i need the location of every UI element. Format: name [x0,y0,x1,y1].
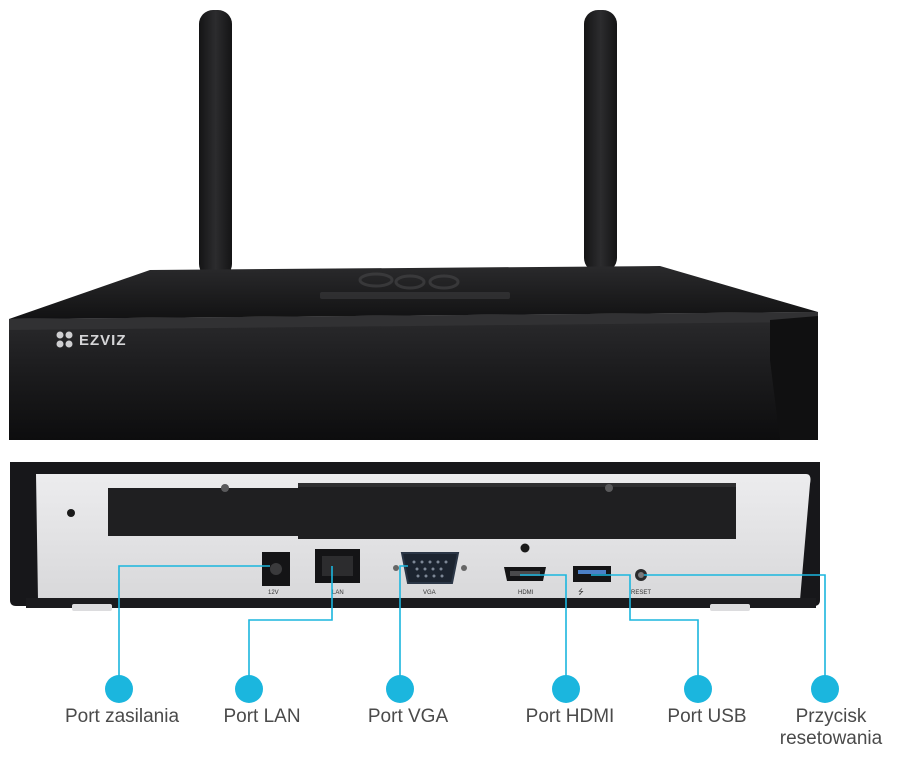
callout-label-usb: Port USB [667,706,747,727]
callout-line-power [118,565,270,686]
callout-label-power: Port zasilania [64,706,180,727]
callout-dot-reset [811,675,839,703]
hdmi-port: HDMI [504,567,546,596]
power-port-mark: 12V [268,590,279,596]
usb-icon: ⭍ [578,588,584,596]
callout-line-reset [644,574,826,686]
vga-port-mark: VGA [423,590,436,596]
nvr-back-view [10,462,820,611]
callout-dot-lan [235,675,263,703]
reset-button: RESET [631,569,651,596]
callout-label-reset: Przycisk resetowania [766,706,896,750]
callout-dot-vga [386,675,414,703]
callout-label-vga: Port VGA [367,706,449,727]
ezviz-logo-text: EZVIZ [79,332,127,349]
callout-lines [118,565,826,686]
callout-label-hdmi: Port HDMI [525,706,615,727]
lan-port: LAN [315,549,360,596]
callout-line-usb [591,574,699,686]
callout-line-vga [399,565,408,686]
callout-label-reset-line2: resetowania [779,728,883,749]
callout-dot-hdmi [552,675,580,703]
hdmi-port-mark: HDMI [518,590,534,596]
callout-line-lan [248,566,333,686]
power-port: 12V [262,552,290,596]
top-logo [320,272,510,299]
callout-label-lan: Port LAN [223,706,301,727]
antenna-left [199,10,232,278]
vga-port: VGA [393,552,467,596]
lan-port-mark: LAN [332,590,344,596]
reset-port-mark: RESET [631,590,651,596]
callout-dot-usb [684,675,712,703]
callout-label-reset-line1: Przycisk [795,706,867,727]
callout-line-hdmi [520,574,567,686]
antenna-right [584,10,617,272]
ezviz-logo: EZVIZ [56,331,127,349]
usb-port: ⭍ [573,566,611,596]
callout-dot-power [105,675,133,703]
nvr-front-face [9,312,818,440]
